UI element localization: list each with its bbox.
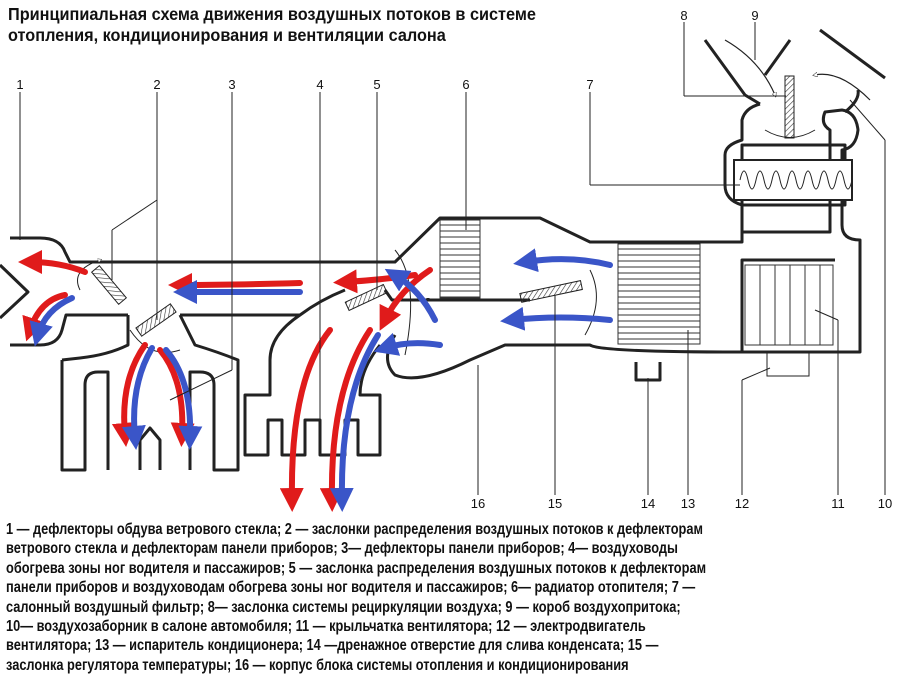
outside-air-arrow	[724, 39, 775, 95]
callout-1: 1	[16, 77, 23, 92]
recirculated-air-arrow	[815, 74, 871, 101]
callout-13: 13	[681, 496, 695, 511]
callout-2: 2	[153, 77, 160, 92]
callout-5: 5	[373, 77, 380, 92]
diagram-title: Принципиальная схема движения воздушных …	[8, 4, 576, 46]
cabin-filter	[733, 159, 853, 201]
evaporator	[617, 243, 701, 345]
hot-air-arrow	[18, 250, 88, 275]
windshield-flap	[90, 264, 128, 306]
callout-11: 11	[831, 496, 845, 511]
callout-4: 4	[316, 77, 323, 92]
hot-air-arrow	[168, 272, 303, 297]
callout-12: 12	[735, 496, 749, 511]
caption-line: салонный воздушный фильтр; 8— заслонка с…	[6, 598, 681, 616]
panel-flap	[135, 303, 177, 337]
caption-line: вентилятора; 13 — испаритель кондиционер…	[6, 637, 659, 655]
callout-7: 7	[586, 77, 593, 92]
legend-caption: 1 — дефлекторы обдува ветрового стекла; …	[6, 520, 881, 675]
caption-line: 1 — дефлекторы обдува ветрового стекла; …	[6, 521, 703, 538]
callout-15: 15	[548, 496, 562, 511]
recirculation-flap	[784, 75, 795, 139]
temperature-flap	[519, 280, 583, 303]
callout-16: 16	[471, 496, 485, 511]
callout-labels: 1 2 3 4 5 6 7 8 9 10 11 12 13 14 15 16	[16, 8, 892, 511]
heater-radiator	[439, 219, 481, 299]
caption-line: 10— воздухозаборник в салоне автомобиля;…	[6, 618, 646, 636]
callout-6: 6	[462, 77, 469, 92]
caption-line: заслонка регулятора температуры; 16 — ко…	[6, 656, 629, 674]
callout-14: 14	[641, 496, 655, 511]
caption-line: обогрева зоны ног водителя и пассажиров;…	[6, 559, 707, 577]
callout-8: 8	[680, 8, 687, 23]
callout-9: 9	[751, 8, 758, 23]
title-line: Принципиальная схема движения воздушных …	[8, 4, 536, 24]
caption-line: ветрового стекла и дефлекторам панели пр…	[6, 540, 678, 558]
hvac-airflow-diagram: 1 2 3 4 5 6 7 8 9 10 11 12 13 14 15 16	[0, 8, 892, 512]
title-line: отопления, кондиционирования и вентиляци…	[8, 25, 446, 45]
distribution-flap	[344, 283, 388, 312]
callout-10: 10	[878, 496, 892, 511]
callout-3: 3	[228, 77, 235, 92]
caption-line: панели приборов и воздуховодам обогрева …	[6, 579, 696, 597]
